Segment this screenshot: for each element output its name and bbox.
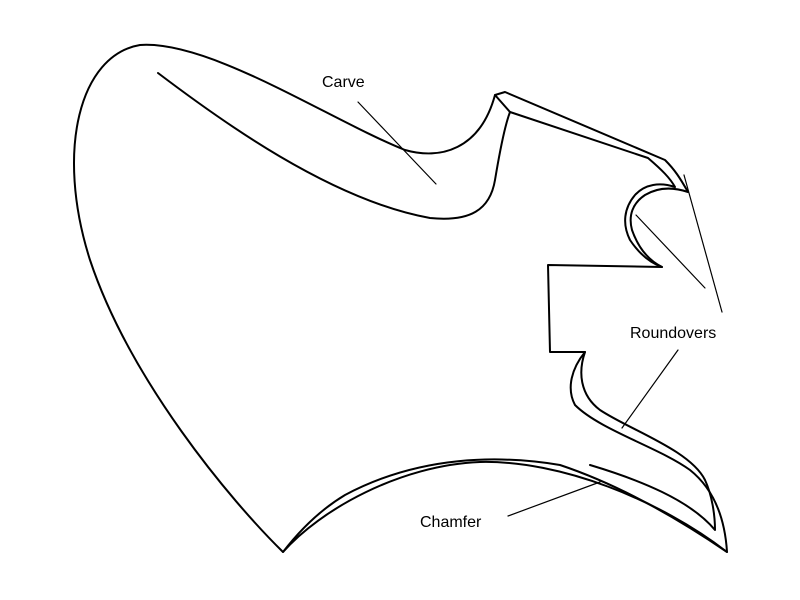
roundovers-leader-line-2 [683, 174, 723, 313]
carve-label: Carve [322, 74, 365, 91]
bottom-horn-roundover-edge [580, 351, 716, 531]
chamfer-leader-line [507, 481, 601, 517]
chamfer-edge [282, 460, 728, 553]
body-outline [73, 43, 728, 553]
roundovers-leader-line-3 [621, 349, 679, 429]
top-horn-roundover-edge [509, 111, 676, 268]
roundovers-leader-line-1 [635, 214, 706, 289]
top-bevel-line [494, 94, 511, 113]
roundovers-label: Roundovers [630, 325, 716, 342]
chamfer-label: Chamfer [420, 514, 482, 531]
carve-contour [157, 72, 511, 220]
carve-leader-line [357, 101, 437, 185]
